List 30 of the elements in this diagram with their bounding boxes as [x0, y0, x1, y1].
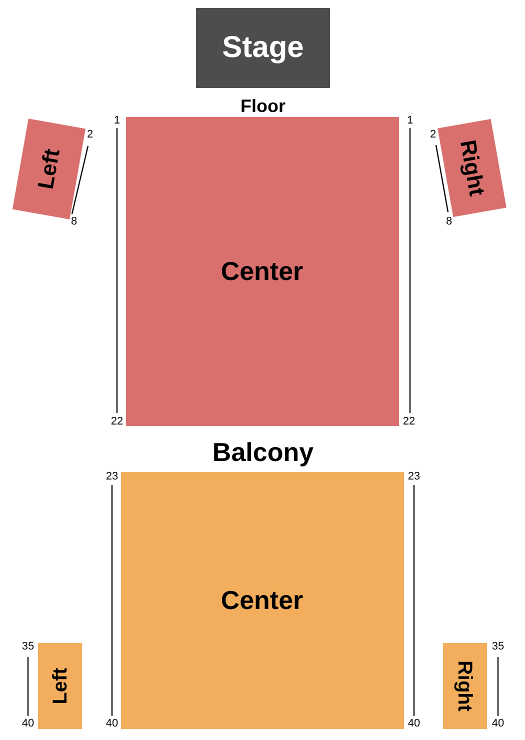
section-name: Left [50, 668, 70, 704]
section-name: Right [455, 660, 475, 712]
seating-section [38, 643, 82, 729]
seating-section [126, 116, 398, 426]
section-name: Stage [222, 33, 304, 63]
row-number: 8 [446, 216, 452, 228]
section-heading: Floor [240, 97, 286, 115]
row-number: 23 [106, 472, 118, 482]
row-number: 40 [22, 718, 34, 730]
row-number: 40 [106, 718, 118, 730]
section-name: Center [220, 258, 304, 284]
row-number: 2 [430, 130, 436, 140]
row-number: 35 [22, 642, 34, 652]
section-name: Left [34, 147, 64, 191]
row-number: 22 [110, 416, 124, 428]
row-number: 22 [402, 416, 416, 428]
row-number: 40 [408, 718, 420, 730]
seating-section [120, 472, 404, 728]
row-number: 40 [492, 718, 504, 730]
seating-section [443, 643, 487, 729]
stage-block [196, 8, 330, 88]
section-name: Center [220, 587, 304, 613]
section-name: Right [456, 138, 488, 198]
row-number: 1 [406, 116, 414, 126]
row-number: 1 [114, 116, 120, 126]
row-number: 23 [408, 472, 420, 482]
section-heading: Balcony [212, 439, 314, 465]
row-number: 2 [86, 130, 94, 140]
row-number: 8 [70, 216, 78, 228]
row-number: 35 [492, 642, 504, 652]
